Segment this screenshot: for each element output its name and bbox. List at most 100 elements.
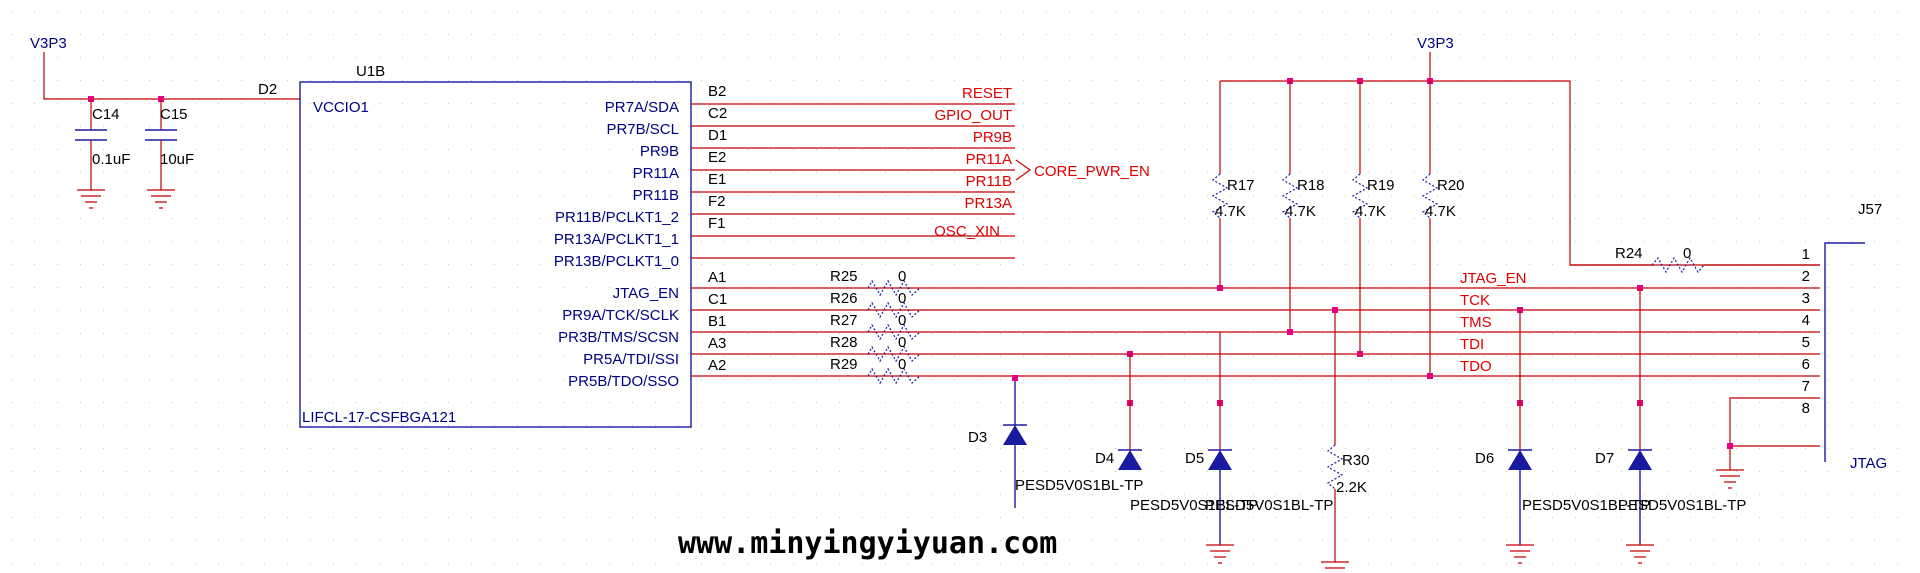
c14-ref: C14 (92, 106, 120, 123)
r28-value: 0 (898, 334, 906, 351)
junction (1427, 373, 1433, 379)
diode-d7[interactable]: D7 PESD5V0S1BL-TP (1595, 285, 1746, 564)
u1b-body (299, 81, 692, 428)
vccio-pin-number: D2 (258, 81, 277, 98)
resistor-r17[interactable]: R17 4.7K (1211, 81, 1255, 288)
r28-ref: R28 (830, 334, 858, 351)
v3p3-right-label: V3P3 (1417, 35, 1454, 52)
net-label-tck: TCK (1460, 292, 1490, 309)
connector-j57[interactable]: J57 JTAG 1 2 3 4 5 6 7 8 (1570, 201, 1887, 489)
d4-ref: D4 (1095, 450, 1114, 467)
d3-ref: D3 (968, 429, 987, 446)
j57-pin-number: 4 (1802, 312, 1810, 329)
pullup-rail-wire (1220, 80, 1820, 266)
j57-pin-number: 6 (1802, 356, 1810, 373)
d5-part: PESD5V0S1BL-TP (1205, 497, 1333, 514)
diode-icon (1003, 425, 1027, 445)
u1b-pin-number: A1 (708, 269, 726, 286)
r17-ref: R17 (1227, 177, 1255, 194)
resistor-r26[interactable]: R26 0 (830, 290, 921, 319)
diode-icon (1508, 450, 1532, 470)
u1b-pin-name: PR11B/PCLKT1_2 (555, 209, 679, 226)
c14-value: 0.1uF (92, 151, 130, 168)
net-label-tdo: TDO (1460, 358, 1492, 375)
d7-ref: D7 (1595, 450, 1614, 467)
diode-icon (1208, 450, 1232, 470)
net-label-tms: TMS (1460, 314, 1492, 331)
j57-name: JTAG (1850, 455, 1887, 472)
diode-icon (1118, 450, 1142, 470)
u1b-pin-number: A2 (708, 357, 726, 374)
u1b-pin-name: JTAG_EN (613, 285, 679, 302)
diode-d5[interactable]: D5 PESD5V0S1BL-TP (1185, 332, 1333, 564)
resistor-r27[interactable]: R27 0 (830, 312, 921, 341)
r29-value: 0 (898, 356, 906, 373)
u1b-pin-number: B2 (708, 83, 726, 100)
r24-value: 0 (1683, 245, 1691, 262)
u1b-pin-number: C1 (708, 291, 727, 308)
j57-pin-number: 1 (1802, 246, 1810, 263)
capacitor-c14[interactable]: C14 0.1uF (75, 99, 130, 209)
resistor-r24[interactable]: R24 0 (1615, 245, 1705, 274)
r19-ref: R19 (1367, 177, 1395, 194)
r27-ref: R27 (830, 312, 858, 329)
r18-ref: R18 (1297, 177, 1325, 194)
u1b-pin-number: F2 (708, 193, 726, 210)
ground-icon (1206, 544, 1234, 564)
j57-pin-number: 2 (1802, 268, 1810, 285)
ground-icon (1626, 544, 1654, 564)
u1b-pin-name: PR7A/SDA (605, 99, 679, 116)
resistor-r29[interactable]: R29 0 (830, 356, 921, 385)
r30-ref: R30 (1342, 452, 1370, 469)
component-u1b[interactable]: U1B VCCIO1 LIFCL-17-CSFBGA121 PR7A/SDA P… (299, 63, 692, 428)
pin7-8-wire (1729, 397, 1820, 447)
r18-value: 4.7K (1285, 203, 1316, 220)
diode-d6[interactable]: D6 PESD5V0S1BL-TP (1475, 307, 1650, 564)
u1b-pin-number: E2 (708, 149, 726, 166)
r20-value: 4.7K (1425, 203, 1456, 220)
net-label-core-pwr-en: CORE_PWR_EN (1034, 163, 1150, 180)
u1b-pin-number: D1 (708, 127, 727, 144)
resistor-r20[interactable]: R20 4.7K (1421, 81, 1465, 376)
resistor-r18[interactable]: R18 4.7K (1281, 81, 1325, 332)
r30-value: 2.2K (1336, 479, 1367, 496)
resistor-r25[interactable]: R25 0 (830, 268, 921, 297)
u1b-pin-name: PR13B/PCLKT1_0 (554, 253, 679, 270)
u1b-pin-name: PR11B (633, 187, 679, 204)
net-label-reset: RESET (962, 85, 1012, 102)
diode-d4[interactable]: D4 PESD5V0S1BL-TP (1095, 351, 1258, 514)
r24-ref: R24 (1615, 245, 1643, 262)
j57-pin-number: 3 (1802, 290, 1810, 307)
resistor-r19[interactable]: R19 4.7K (1351, 81, 1395, 354)
u1b-pin-name: PR7B/SCL (606, 121, 679, 138)
diode-d3[interactable]: D3 PESD5V0S1BL-TP (968, 375, 1143, 508)
u1b-pin-name: PR11A (633, 165, 679, 182)
u1b-pin-number: A3 (708, 335, 726, 352)
capacitor-c15[interactable]: C15 10uF (145, 99, 194, 209)
net-label-tdi: TDI (1460, 336, 1484, 353)
u1b-pin-number: B1 (708, 313, 726, 330)
j57-pin-number: 8 (1802, 400, 1810, 417)
c15-ref: C15 (160, 106, 188, 123)
net-label-gpio-out: GPIO_OUT (934, 107, 1012, 124)
diode-icon (1628, 450, 1652, 470)
j57-pin-number: 5 (1802, 334, 1810, 351)
ground-icon (147, 189, 175, 209)
u1b-pin-name: PR13A/PCLKT1_1 (554, 231, 679, 248)
u1b-pin-number: E1 (708, 171, 726, 188)
d7-part: PESD5V0S1BL-TP (1618, 497, 1746, 514)
ground-icon (1321, 561, 1349, 569)
r25-ref: R25 (830, 268, 858, 285)
resistor-r30[interactable]: R30 2.2K (1321, 310, 1370, 569)
u1b-pin-name: PR5B/TDO/SSO (568, 373, 679, 390)
r19-value: 4.7K (1355, 203, 1386, 220)
net-label-pr13a: PR13A (964, 195, 1012, 212)
vccio-pin-name: VCCIO1 (313, 99, 369, 116)
ground-icon (1716, 469, 1744, 489)
r25-value: 0 (898, 268, 906, 285)
d5-ref: D5 (1185, 450, 1204, 467)
resistor-r28[interactable]: R28 0 (830, 334, 921, 363)
r27-value: 0 (898, 312, 906, 329)
